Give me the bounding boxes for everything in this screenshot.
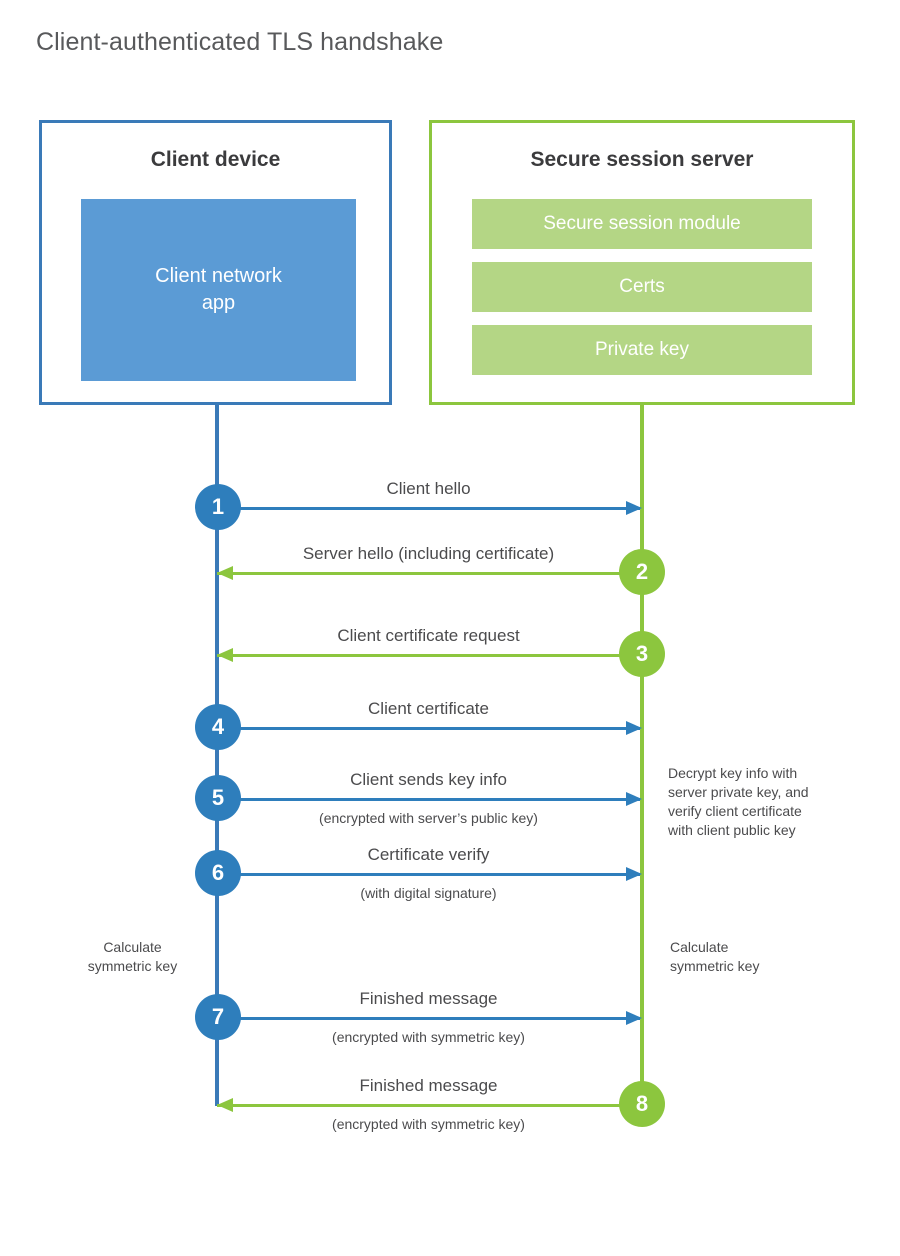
message-arrow-line-4 (217, 727, 640, 730)
step-number-badge-8: 8 (619, 1081, 665, 1127)
arrow-head-icon-1 (626, 501, 642, 515)
message-arrow-line-7 (217, 1017, 640, 1020)
step-number-badge-5: 5 (195, 775, 241, 821)
arrow-head-icon-6 (626, 867, 642, 881)
message-sublabel-8: (encrypted with symmetric key) (332, 1116, 525, 1132)
message-sublabel-6: (with digital signature) (360, 885, 497, 901)
message-arrow-line-3 (217, 654, 640, 657)
message-label-2: Server hello (including certificate) (302, 544, 555, 563)
server-component-secure-session-module: Secure session module (472, 199, 812, 249)
message-label-5: Client sends key info (350, 770, 507, 789)
page-title: Client-authenticated TLS handshake (36, 28, 444, 56)
message-sublabel-7: (encrypted with symmetric key) (332, 1029, 525, 1045)
message-arrow-line-6 (217, 873, 640, 876)
message-sublabel-5: (encrypted with server’s public key) (319, 810, 538, 826)
client-lifeline (215, 405, 219, 1106)
client-network-app-block: Client network app (81, 199, 356, 381)
message-arrow-line-2 (217, 572, 640, 575)
message-label-8: Finished message (359, 1076, 498, 1095)
message-arrow-line-8 (217, 1104, 640, 1107)
arrow-head-icon-7 (626, 1011, 642, 1025)
step-number-badge-7: 7 (195, 994, 241, 1040)
step-number-badge-1: 1 (195, 484, 241, 530)
message-label-4: Client certificate (368, 699, 489, 718)
arrow-head-icon-8 (217, 1098, 233, 1112)
client-network-app-label: Client network app (155, 265, 282, 314)
message-label-6: Certificate verify (367, 845, 490, 864)
step-number-badge-3: 3 (619, 631, 665, 677)
message-arrow-line-1 (217, 507, 640, 510)
client-device-title: Client device (150, 148, 281, 171)
step-number-badge-6: 6 (195, 850, 241, 896)
arrow-head-icon-5 (626, 792, 642, 806)
client-device-box: Client device Client network app (39, 120, 392, 405)
annotation-server-decrypt: Decrypt key info with server private key… (668, 765, 809, 838)
message-label-1: Client hello (386, 479, 471, 498)
arrow-head-icon-4 (626, 721, 642, 735)
server-lifeline (640, 405, 644, 1106)
server-component-certs: Certs (472, 262, 812, 312)
annotation-server-calculate-symmetric-key: Calculate symmetric key (670, 939, 760, 974)
secure-session-server-box: Secure session server Secure session mod… (429, 120, 855, 405)
annotation-client-calculate-symmetric-key: Calculate symmetric key (87, 939, 178, 974)
message-arrow-line-5 (217, 798, 640, 801)
secure-session-server-title: Secure session server (530, 148, 754, 171)
server-component-private-key: Private key (472, 325, 812, 375)
arrow-head-icon-2 (217, 566, 233, 580)
step-number-badge-4: 4 (195, 704, 241, 750)
message-label-7: Finished message (359, 989, 498, 1008)
message-label-3: Client certificate request (337, 626, 520, 645)
arrow-head-icon-3 (217, 648, 233, 662)
step-number-badge-2: 2 (619, 549, 665, 595)
